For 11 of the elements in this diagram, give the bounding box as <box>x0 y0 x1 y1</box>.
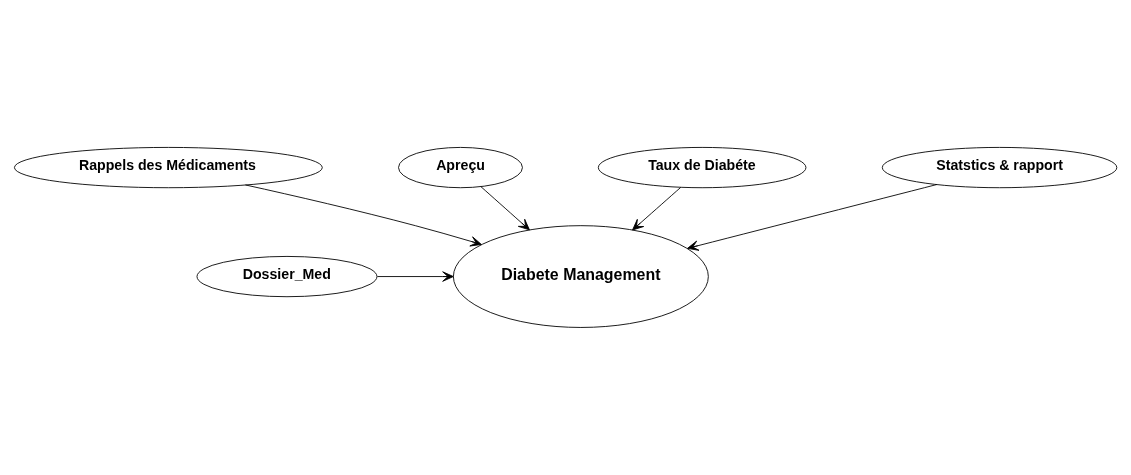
arrow <box>376 271 454 282</box>
node-ellipse: Dossier_Med <box>196 255 378 298</box>
arrow <box>632 186 682 231</box>
node-ellipse: Apreçu <box>398 146 523 189</box>
node-ellipse: Taux de Diabéte <box>597 146 807 189</box>
node-ellipse: Rappels des Médicaments <box>13 146 323 189</box>
arrow <box>687 184 938 251</box>
arrow <box>245 184 482 247</box>
node-ellipse: Diabete Management <box>452 225 709 328</box>
node-ellipse: Statstics & rapport <box>881 146 1118 189</box>
arrow <box>480 186 530 231</box>
